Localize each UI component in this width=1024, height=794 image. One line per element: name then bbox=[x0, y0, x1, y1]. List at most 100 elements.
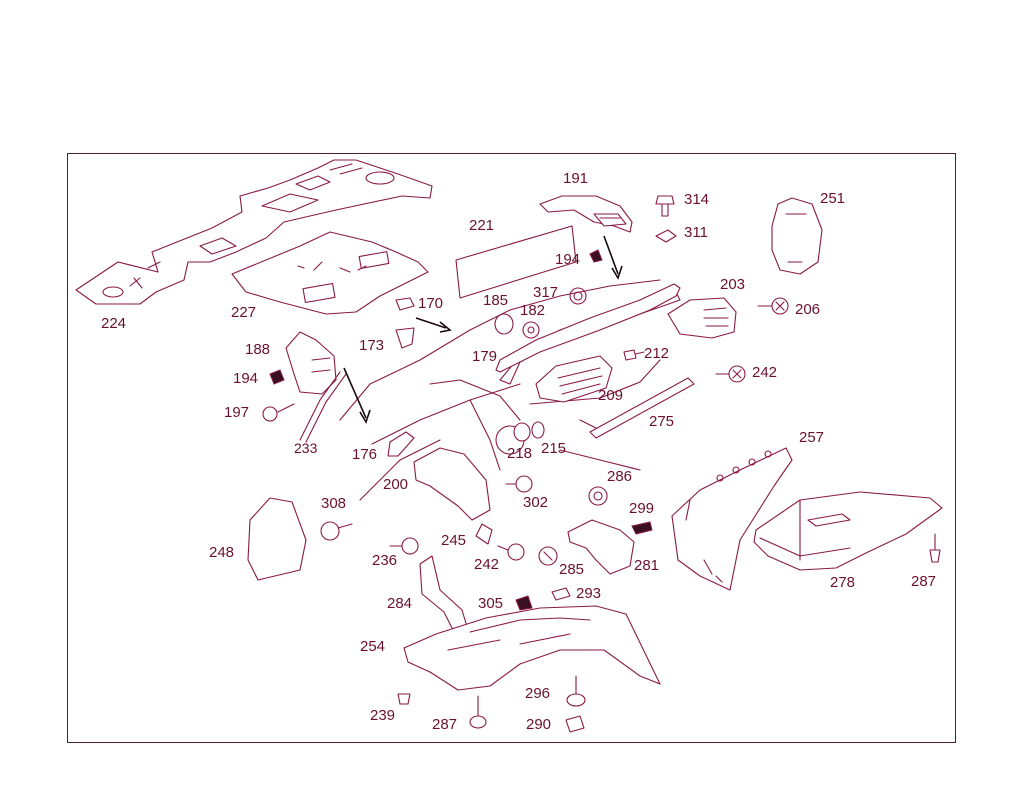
part-281-bracket[interactable] bbox=[567, 519, 635, 575]
label-242-upper[interactable]: 242 bbox=[752, 364, 778, 381]
label-287-lower[interactable]: 287 bbox=[432, 716, 458, 733]
label-197[interactable]: 197 bbox=[224, 404, 250, 421]
label-302[interactable]: 302 bbox=[523, 494, 549, 511]
part-215-switch[interactable] bbox=[531, 421, 545, 439]
part-194-clip-lower[interactable] bbox=[269, 369, 285, 385]
label-245[interactable]: 245 bbox=[441, 532, 467, 549]
part-200-knee-bracket[interactable] bbox=[413, 447, 491, 521]
part-314-bolt[interactable] bbox=[655, 195, 675, 217]
part-179-rail[interactable] bbox=[495, 283, 681, 373]
label-188[interactable]: 188 bbox=[245, 341, 271, 358]
part-236-screw[interactable] bbox=[389, 537, 419, 555]
label-224[interactable]: 224 bbox=[101, 315, 127, 332]
label-227[interactable]: 227 bbox=[231, 304, 257, 321]
label-203[interactable]: 203 bbox=[720, 276, 746, 293]
part-257-side-panel[interactable] bbox=[671, 447, 793, 591]
part-218-switch[interactable] bbox=[513, 422, 531, 442]
part-275-trim-strip[interactable] bbox=[589, 377, 695, 439]
label-206[interactable]: 206 bbox=[795, 301, 821, 318]
label-314[interactable]: 314 bbox=[684, 191, 710, 208]
label-239[interactable]: 239 bbox=[370, 707, 396, 724]
part-299-clip[interactable] bbox=[631, 521, 653, 535]
part-285-screw[interactable] bbox=[538, 546, 558, 566]
part-286-nut[interactable] bbox=[588, 486, 608, 506]
part-251-end-cap[interactable] bbox=[771, 197, 823, 275]
part-296-bolt[interactable] bbox=[566, 675, 586, 707]
label-176[interactable]: 176 bbox=[352, 446, 378, 463]
label-296[interactable]: 296 bbox=[525, 685, 551, 702]
label-185[interactable]: 185 bbox=[483, 292, 509, 309]
part-278-glovebox[interactable] bbox=[753, 491, 943, 571]
part-293-clip[interactable] bbox=[551, 587, 571, 601]
part-188-cover[interactable] bbox=[285, 331, 337, 395]
part-173-clip[interactable] bbox=[395, 327, 415, 349]
part-248-end-cap[interactable] bbox=[247, 497, 307, 581]
part-302-screw[interactable] bbox=[505, 475, 533, 493]
part-287-screw-lower[interactable] bbox=[469, 695, 487, 729]
label-317[interactable]: 317 bbox=[533, 284, 559, 301]
label-182[interactable]: 182 bbox=[520, 302, 546, 319]
label-200[interactable]: 200 bbox=[383, 476, 409, 493]
label-218[interactable]: 218 bbox=[507, 445, 533, 462]
part-212-clip[interactable] bbox=[623, 349, 645, 361]
label-194-lower[interactable]: 194 bbox=[233, 370, 259, 387]
part-227-insulation-mat[interactable] bbox=[231, 231, 429, 315]
label-287-right[interactable]: 287 bbox=[911, 573, 937, 590]
label-236[interactable]: 236 bbox=[372, 552, 398, 569]
part-242-screw-upper[interactable] bbox=[715, 365, 746, 383]
label-209[interactable]: 209 bbox=[598, 387, 624, 404]
part-182-washer[interactable] bbox=[522, 321, 540, 339]
part-170-clip[interactable] bbox=[395, 297, 415, 311]
label-212[interactable]: 212 bbox=[644, 345, 670, 362]
part-203-side-vent[interactable] bbox=[667, 297, 737, 339]
part-254-center-console[interactable] bbox=[403, 605, 661, 691]
label-286[interactable]: 286 bbox=[607, 468, 633, 485]
part-305-clip[interactable] bbox=[515, 595, 533, 611]
part-206-screw[interactable] bbox=[757, 297, 789, 315]
label-281[interactable]: 281 bbox=[634, 557, 660, 574]
part-317-nut[interactable] bbox=[569, 287, 587, 305]
label-257[interactable]: 257 bbox=[799, 429, 825, 446]
part-233-trim-strip[interactable] bbox=[299, 371, 347, 443]
part-221-trim-strip[interactable] bbox=[455, 225, 577, 299]
label-285[interactable]: 285 bbox=[559, 561, 585, 578]
label-299[interactable]: 299 bbox=[629, 500, 655, 517]
label-275[interactable]: 275 bbox=[649, 413, 675, 430]
label-290[interactable]: 290 bbox=[526, 716, 552, 733]
label-242-lower[interactable]: 242 bbox=[474, 556, 500, 573]
part-191-center-vent-panel[interactable] bbox=[539, 195, 633, 233]
label-215[interactable]: 215 bbox=[541, 440, 567, 457]
label-233[interactable]: 233 bbox=[294, 440, 318, 456]
part-311-clip[interactable] bbox=[655, 229, 677, 243]
part-287-screw-right[interactable] bbox=[929, 533, 941, 563]
label-278[interactable]: 278 bbox=[830, 574, 856, 591]
label-305[interactable]: 305 bbox=[478, 595, 504, 612]
label-191[interactable]: 191 bbox=[563, 170, 589, 187]
part-290-clip[interactable] bbox=[565, 715, 585, 733]
part-197-screw[interactable] bbox=[262, 403, 295, 422]
part-308-bolt[interactable] bbox=[320, 521, 353, 541]
part-185-grommet[interactable] bbox=[494, 313, 514, 335]
label-221[interactable]: 221 bbox=[469, 217, 495, 234]
label-179[interactable]: 179 bbox=[472, 348, 498, 365]
label-170[interactable]: 170 bbox=[418, 295, 444, 312]
label-173[interactable]: 173 bbox=[359, 337, 385, 354]
label-308[interactable]: 308 bbox=[321, 495, 347, 512]
label-311[interactable]: 311 bbox=[684, 224, 708, 241]
part-242-screw-lower[interactable] bbox=[497, 543, 525, 561]
label-251[interactable]: 251 bbox=[820, 190, 846, 207]
label-254[interactable]: 254 bbox=[360, 638, 386, 655]
part-245-clip[interactable] bbox=[475, 523, 493, 545]
label-284[interactable]: 284 bbox=[387, 595, 413, 612]
part-284-duct[interactable] bbox=[419, 555, 469, 633]
part-239-clip[interactable] bbox=[397, 693, 411, 705]
label-194-upper[interactable]: 194 bbox=[555, 251, 581, 268]
part-209-center-vent[interactable] bbox=[535, 355, 613, 403]
label-248[interactable]: 248 bbox=[209, 544, 235, 561]
part-224-insulation-mat[interactable] bbox=[75, 159, 433, 305]
label-293[interactable]: 293 bbox=[576, 585, 602, 602]
diagram-frame bbox=[67, 153, 956, 743]
part-176-bracket[interactable] bbox=[387, 431, 415, 457]
part-194-clip-upper[interactable] bbox=[589, 249, 603, 263]
